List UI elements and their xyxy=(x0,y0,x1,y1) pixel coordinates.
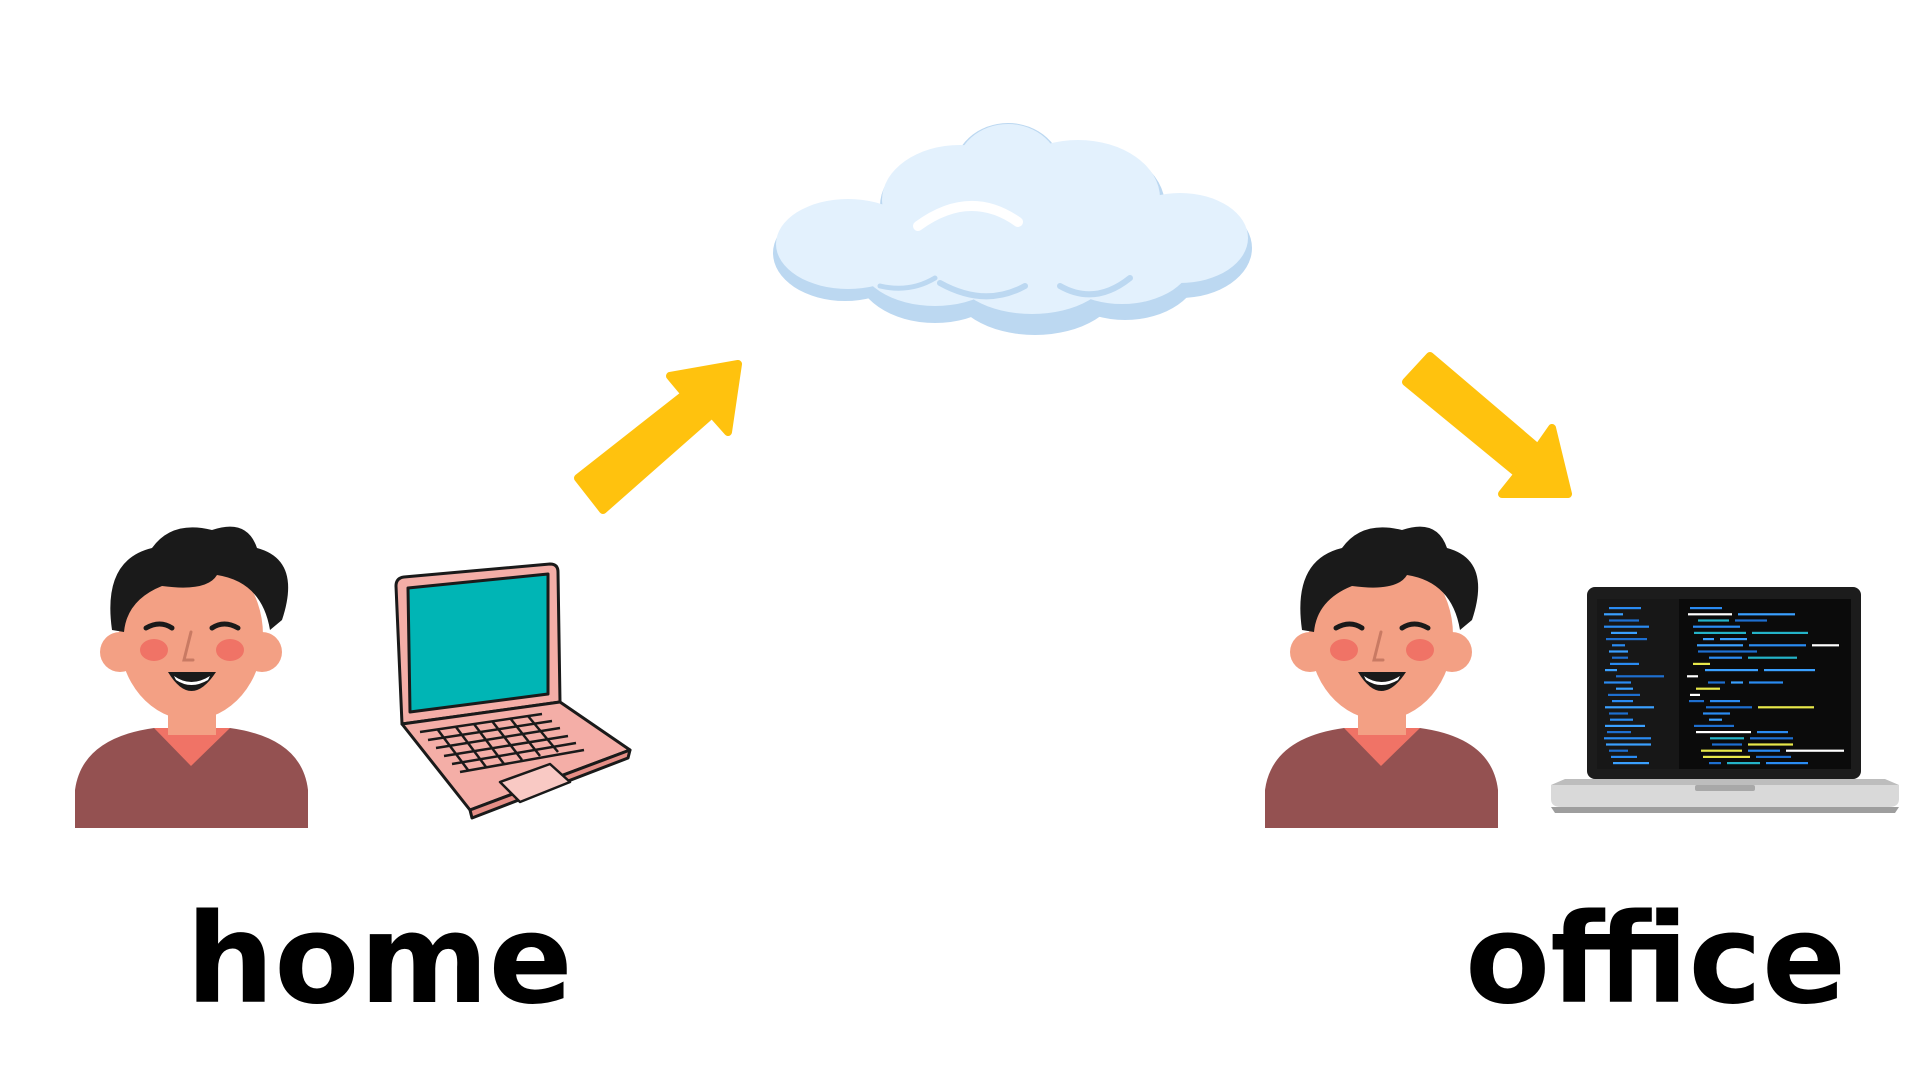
code-line xyxy=(1766,762,1808,765)
code-line xyxy=(1697,644,1743,647)
code-line xyxy=(1786,749,1844,752)
code-line xyxy=(1750,737,1793,740)
code-line xyxy=(1604,625,1649,628)
code-line xyxy=(1694,724,1734,727)
person-office-icon xyxy=(1265,526,1498,828)
code-line xyxy=(1710,700,1740,703)
arrow-down-right-icon xyxy=(1402,352,1572,498)
code-line xyxy=(1612,644,1625,647)
code-line xyxy=(1690,607,1722,610)
code-line xyxy=(1606,638,1647,641)
code-line xyxy=(1738,613,1795,616)
code-line xyxy=(1610,662,1639,665)
code-line xyxy=(1612,700,1633,703)
code-line xyxy=(1607,731,1631,734)
code-line xyxy=(1604,737,1651,740)
code-line xyxy=(1748,656,1797,659)
code-line xyxy=(1605,669,1617,672)
code-line xyxy=(1731,681,1743,684)
arrow-up-right-icon xyxy=(574,360,742,514)
code-line xyxy=(1605,706,1654,709)
code-line xyxy=(1727,762,1760,765)
code-line xyxy=(1616,687,1633,690)
code-line xyxy=(1757,731,1788,734)
code-line xyxy=(1752,631,1808,634)
code-line xyxy=(1609,619,1639,622)
code-line xyxy=(1606,743,1651,746)
code-line xyxy=(1709,762,1721,765)
code-laptop-icon xyxy=(1551,587,1899,813)
code-line xyxy=(1698,619,1729,622)
code-line xyxy=(1604,681,1631,684)
code-line xyxy=(1688,613,1732,616)
code-line xyxy=(1705,669,1758,672)
code-line xyxy=(1689,700,1704,703)
code-line xyxy=(1693,662,1710,665)
code-line xyxy=(1703,755,1750,758)
code-line xyxy=(1693,625,1740,628)
code-line xyxy=(1709,656,1742,659)
code-line xyxy=(1609,607,1641,610)
code-line xyxy=(1712,743,1742,746)
code-line xyxy=(1611,755,1637,758)
code-line xyxy=(1701,749,1742,752)
code-line xyxy=(1706,706,1752,709)
code-line xyxy=(1749,644,1806,647)
code-line xyxy=(1720,638,1747,641)
code-line xyxy=(1604,613,1623,616)
code-line xyxy=(1703,638,1714,641)
pink-laptop-icon xyxy=(394,562,632,820)
code-line xyxy=(1735,619,1767,622)
cloud-icon xyxy=(773,123,1252,335)
code-line xyxy=(1748,743,1793,746)
code-line xyxy=(1616,675,1664,678)
code-line xyxy=(1696,731,1751,734)
code-line xyxy=(1749,681,1783,684)
code-line xyxy=(1611,631,1637,634)
code-line xyxy=(1756,755,1791,758)
code-line xyxy=(1764,669,1815,672)
code-line xyxy=(1613,762,1649,765)
code-line xyxy=(1609,712,1628,715)
code-line xyxy=(1812,644,1839,647)
code-line xyxy=(1710,737,1744,740)
code-lines xyxy=(1604,607,1844,765)
code-line xyxy=(1610,718,1633,721)
code-line xyxy=(1698,650,1757,653)
code-line xyxy=(1696,687,1720,690)
code-line xyxy=(1605,724,1645,727)
code-line xyxy=(1709,718,1722,721)
code-line xyxy=(1609,749,1628,752)
code-line xyxy=(1703,712,1730,715)
code-line xyxy=(1687,675,1698,678)
person-home-icon xyxy=(75,526,308,828)
code-line xyxy=(1690,693,1700,696)
code-line xyxy=(1612,656,1628,659)
office-label: office xyxy=(1465,888,1847,1032)
code-line xyxy=(1758,706,1814,709)
code-line xyxy=(1708,681,1725,684)
code-line xyxy=(1608,693,1640,696)
home-label: home xyxy=(186,888,573,1032)
code-line xyxy=(1748,749,1780,752)
code-line xyxy=(1609,650,1628,653)
code-line xyxy=(1694,631,1746,634)
